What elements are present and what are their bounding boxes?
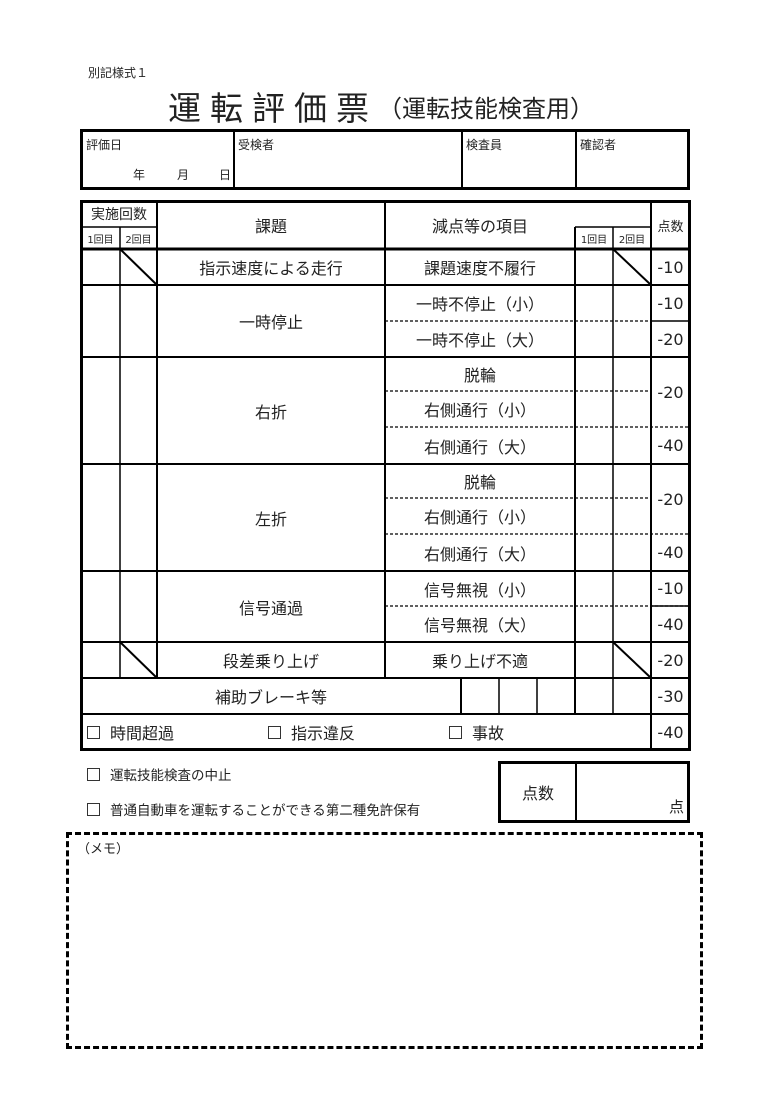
points-value: -20: [657, 650, 684, 670]
first-attempt-header: 1回目: [87, 234, 114, 246]
second-attempt-header: 2回目: [618, 234, 646, 246]
memo-label: （メモ）: [77, 842, 130, 857]
item-left-keep-small: 右側通行（小）: [423, 508, 536, 527]
count-header: 実施回数: [91, 207, 147, 223]
points-value: -20: [657, 382, 684, 402]
year-label: 年: [133, 168, 146, 182]
item-signal-small: 信号無視（小）: [423, 580, 536, 600]
assist-brake-label: 補助ブレーキ等: [214, 688, 327, 707]
confirmer-label: 確認者: [580, 138, 617, 152]
time-over-option[interactable]: 時間超過: [87, 714, 174, 750]
items-header: 減点等の項目: [431, 217, 528, 236]
inspector-label: 検査員: [466, 138, 503, 152]
task-stop: 一時停止: [238, 313, 303, 332]
header-divider: [461, 132, 463, 187]
second-attempt-header: 2回目: [125, 234, 152, 246]
month-label: 月: [177, 168, 190, 182]
points-header: 点数: [657, 219, 684, 235]
header-table: 評価日 年 月 日 受検者 検査員 確認者: [80, 129, 690, 190]
accident-option[interactable]: 事故: [449, 714, 504, 750]
points-value: -40: [657, 436, 684, 455]
task-left-turn: 左折: [254, 509, 287, 529]
page-subtitle: （運転技能検査用）: [378, 95, 594, 123]
form-number: 別記様式１: [88, 66, 149, 80]
score-label: 点数: [521, 784, 554, 803]
points-value: -10: [657, 293, 684, 313]
points-value: -30: [657, 686, 684, 706]
page-title: 運転評価票: [168, 89, 378, 128]
points-value: -20: [657, 329, 684, 349]
item-no-stop-large: 一時不停止（大）: [415, 331, 544, 350]
item-right-wheel-off: 脱輪: [463, 366, 496, 385]
item-right-keep-small: 右側通行（小）: [423, 401, 536, 420]
points-value: -40: [657, 722, 684, 742]
checkbox[interactable]: [87, 803, 100, 816]
checkbox[interactable]: [268, 725, 281, 739]
header-divider: [233, 132, 235, 187]
score-divider: [575, 764, 577, 820]
points-value: -20: [657, 489, 684, 509]
item-left-keep-large: 右側通行（大）: [423, 544, 536, 564]
eval-date-label: 評価日: [86, 138, 123, 152]
checkbox[interactable]: [449, 725, 462, 739]
points-value: -40: [657, 614, 684, 634]
item-signal-large: 信号無視（大）: [423, 616, 536, 635]
checkbox[interactable]: [87, 768, 100, 781]
task-right-turn: 右折: [254, 402, 287, 422]
item-speed-fail: 課題速度不履行: [423, 259, 536, 278]
memo-area[interactable]: （メモ）: [66, 832, 703, 1049]
score-unit: 点: [668, 798, 684, 816]
score-box: 点数 点: [498, 761, 690, 823]
checkbox[interactable]: [87, 725, 100, 739]
stop-test-option[interactable]: 運転技能検査の中止: [87, 764, 232, 784]
day-label: 日: [219, 168, 232, 182]
item-left-wheel-off: 脱輪: [463, 473, 496, 492]
first-attempt-header: 1回目: [580, 234, 608, 246]
points-value: -10: [657, 257, 684, 277]
task-speed: 指示速度による走行: [199, 259, 343, 278]
item-right-keep-large: 右側通行（大）: [423, 437, 536, 457]
item-step-fail: 乗り上げ不適: [431, 652, 528, 671]
item-no-stop-small: 一時不停止（小）: [415, 295, 544, 314]
violation-option[interactable]: 指示違反: [268, 714, 355, 750]
task-header: 課題: [254, 217, 287, 236]
points-value: -40: [657, 543, 684, 562]
points-value: -10: [657, 579, 684, 598]
task-signal: 信号通過: [238, 598, 303, 618]
second-class-license-option[interactable]: 普通自動車を運転することができる第二種免許保有: [87, 799, 420, 819]
task-step: 段差乗り上げ: [222, 652, 319, 671]
examinee-label: 受検者: [238, 138, 275, 152]
header-divider: [575, 132, 577, 187]
